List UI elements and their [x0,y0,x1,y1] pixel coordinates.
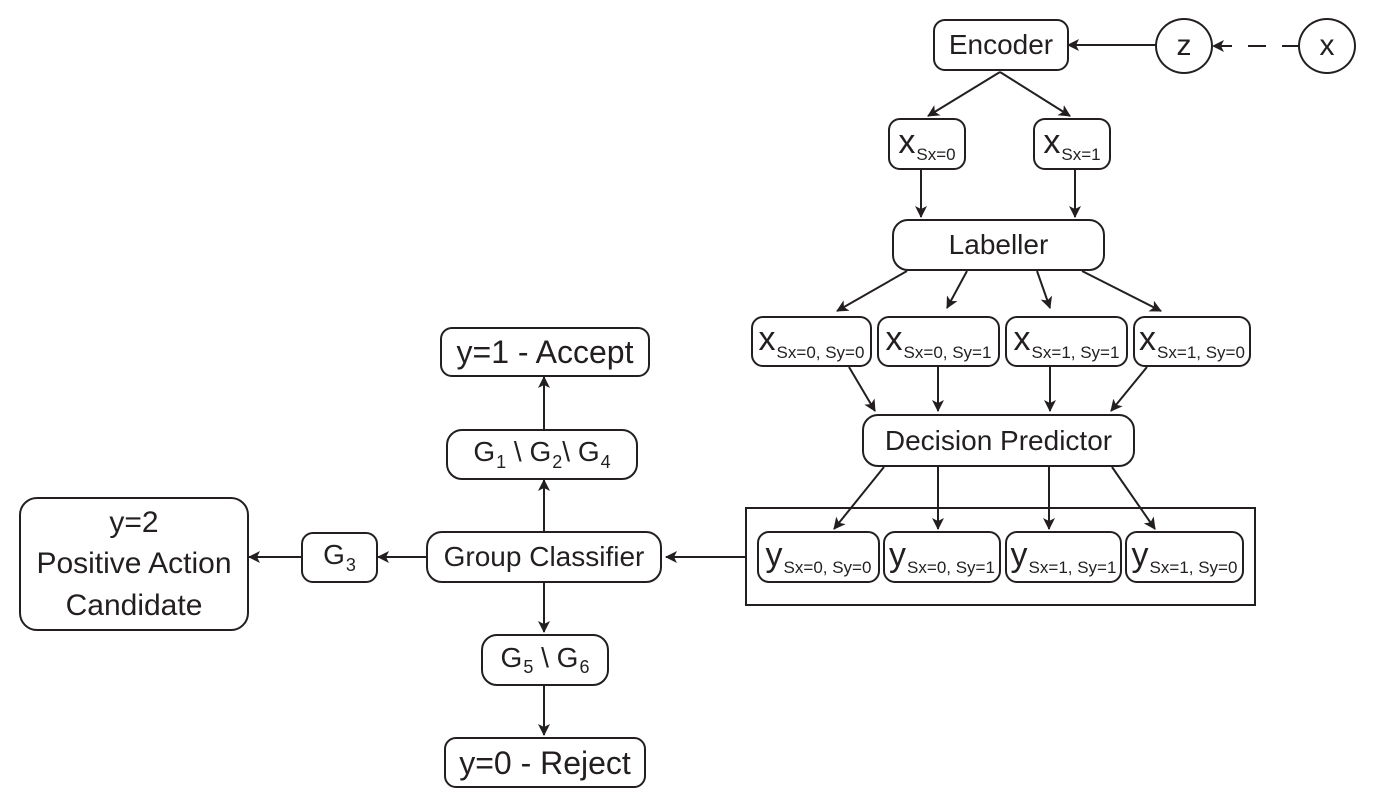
x-label: x [1319,29,1335,62]
reject-node: y=0 - Reject [444,737,646,788]
arrow-predictor-to-y-00 [833,466,885,530]
x-input-node: x [1298,18,1356,74]
arrow-predictor-to-y-10 [1111,466,1156,530]
z-label: z [1176,29,1192,62]
z-node: z [1155,18,1213,74]
positive-action-line3: Candidate [65,588,203,622]
accept-groups-node: G1 \ G2\ G4 [446,429,638,480]
positive-action-line2: Positive Action [36,547,232,581]
labeller-label: Labeller [948,229,1049,260]
arrow-encoder-to-x-sx1 [999,71,1071,117]
group-classifier-label: Group Classifier [443,541,645,572]
arrow-labeller-to-x-11 [1036,270,1053,309]
encoder-node: Encoder [933,19,1069,71]
y-group-sx1-sy1: ySx=1, Sy=1 [1005,531,1122,583]
y-group-sx0-sy0: ySx=0, Sy=0 [757,531,880,583]
decision-predictor-node: Decision Predictor [862,414,1135,467]
arrow-labeller-to-x-01 [946,270,968,309]
decision-outputs-container [745,507,1256,606]
arrow-x-10-to-predictor [1110,366,1148,412]
x-group-sx1-sy1: xSx=1, Sy=1 [1005,316,1128,367]
y-group-sx1-sy0: ySx=1, Sy=0 [1125,531,1244,583]
reject-groups-node: G5 \ G6 [481,634,609,686]
g3-label: G3 [323,539,356,575]
x-sx0-label: xSx=0 [898,122,956,165]
encoder-label: Encoder [948,29,1054,60]
group-classifier-node: Group Classifier [426,531,662,583]
labeller-node: Labeller [892,219,1105,271]
arrow-encoder-to-x-sx0 [927,71,1001,117]
positive-action-line1: y=2 [109,505,159,539]
accept-groups-label: G1 \ G2\ G4 [473,436,611,472]
accept-label: y=1 - Accept [456,334,634,370]
y-group-sx0-sy1: ySx=0, Sy=1 [883,531,1001,583]
accept-node: y=1 - Accept [440,327,650,377]
x-group-sx0-sy1: xSx=0, Sy=1 [877,316,1000,367]
decision-predictor-label: Decision Predictor [884,424,1113,456]
x-sx1-node: xSx=1 [1033,118,1111,170]
x-group-sx0-sy0: xSx=0, Sy=0 [751,316,872,367]
reject-groups-label: G5 \ G6 [500,641,590,678]
positive-action-node: y=2 Positive Action Candidate [19,497,249,631]
x-sx0-node: xSx=0 [888,118,966,170]
x-group-sx1-sy0: xSx=1, Sy=0 [1133,316,1251,367]
arrow-x-00-to-predictor [848,366,876,412]
arrow-labeller-to-x-00 [836,270,908,312]
x-sx1-label: xSx=1 [1043,122,1101,165]
reject-label: y=0 - Reject [459,744,631,781]
arrow-labeller-to-x-10 [1081,270,1162,312]
g3-node: G3 [301,532,378,583]
